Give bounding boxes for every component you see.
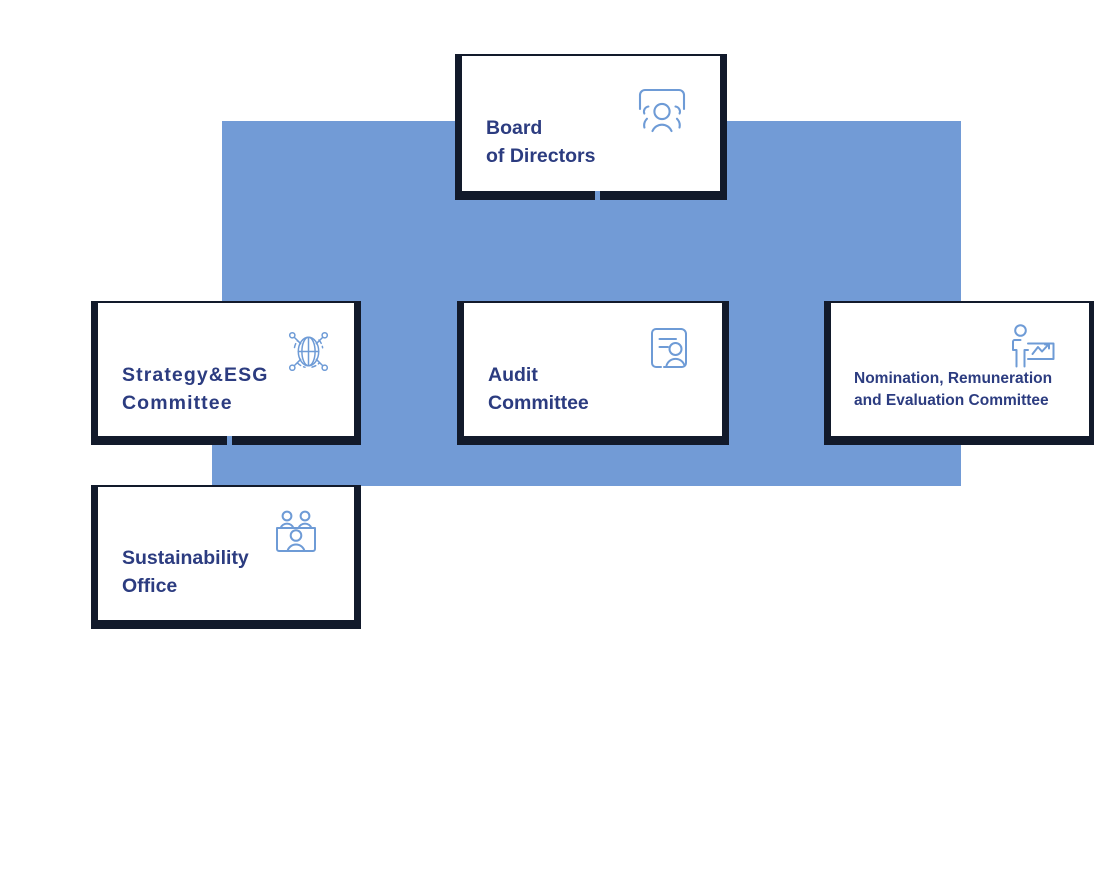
node-label: Sustainability Office [122, 547, 249, 597]
card-body: Strategy&ESG Committee [98, 303, 354, 445]
node-label: Board of Directors [486, 117, 596, 167]
node-board-of-directors[interactable]: Board of Directors [455, 54, 727, 200]
node-label: Audit Committee [488, 364, 589, 414]
node-strategy-esg-committee[interactable]: Strategy&ESG Committee [91, 301, 361, 445]
group-of-people-icon [635, 86, 689, 136]
node-nomination-remuneration-evaluation-committee[interactable]: Nomination, Remuneration and Evaluation … [824, 301, 1094, 445]
node-audit-committee[interactable]: Audit Committee [457, 301, 729, 445]
globe-network-icon [280, 323, 337, 380]
node-sustainability-office[interactable]: Sustainability Office [91, 485, 361, 629]
document-person-badge-icon [648, 325, 692, 371]
connector-notch-bottom [595, 191, 600, 200]
node-label: Nomination, Remuneration and Evaluation … [854, 370, 1053, 409]
connector-stub-sustainability [212, 445, 237, 486]
card-body: Board of Directors [462, 56, 720, 200]
presenter-chart-icon [1009, 323, 1057, 369]
connector-notch-bottom [227, 436, 232, 445]
card-body: Sustainability Office [98, 487, 354, 620]
card-body: Nomination, Remuneration and Evaluation … [831, 303, 1089, 436]
team-panel-icon [273, 509, 319, 555]
connector-backdrop-bottom [212, 462, 961, 486]
node-label: Strategy&ESG Committee [122, 364, 269, 414]
card-body: Audit Committee [464, 303, 722, 436]
